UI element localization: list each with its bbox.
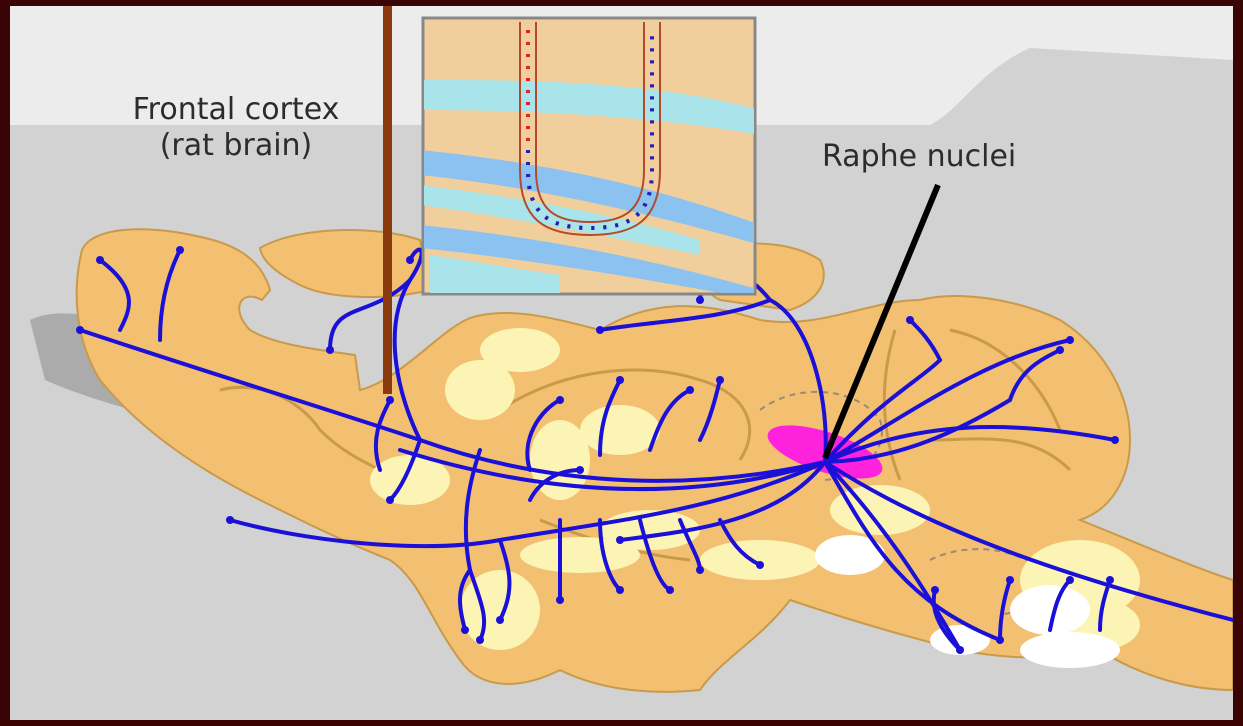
frontal-cortex-label-line1: Frontal cortex: [102, 92, 370, 128]
electrode-probe: [383, 6, 392, 394]
raphe-nuclei-label: Raphe nuclei: [822, 139, 1016, 175]
diagram-canvas: Frontal cortex (rat brain) Raphe nuclei: [10, 6, 1233, 720]
magnified-inset: [420, 18, 760, 300]
frontal-cortex-label-line2: (rat brain): [102, 128, 370, 164]
frontal-cortex-label: Frontal cortex (rat brain): [102, 92, 370, 164]
